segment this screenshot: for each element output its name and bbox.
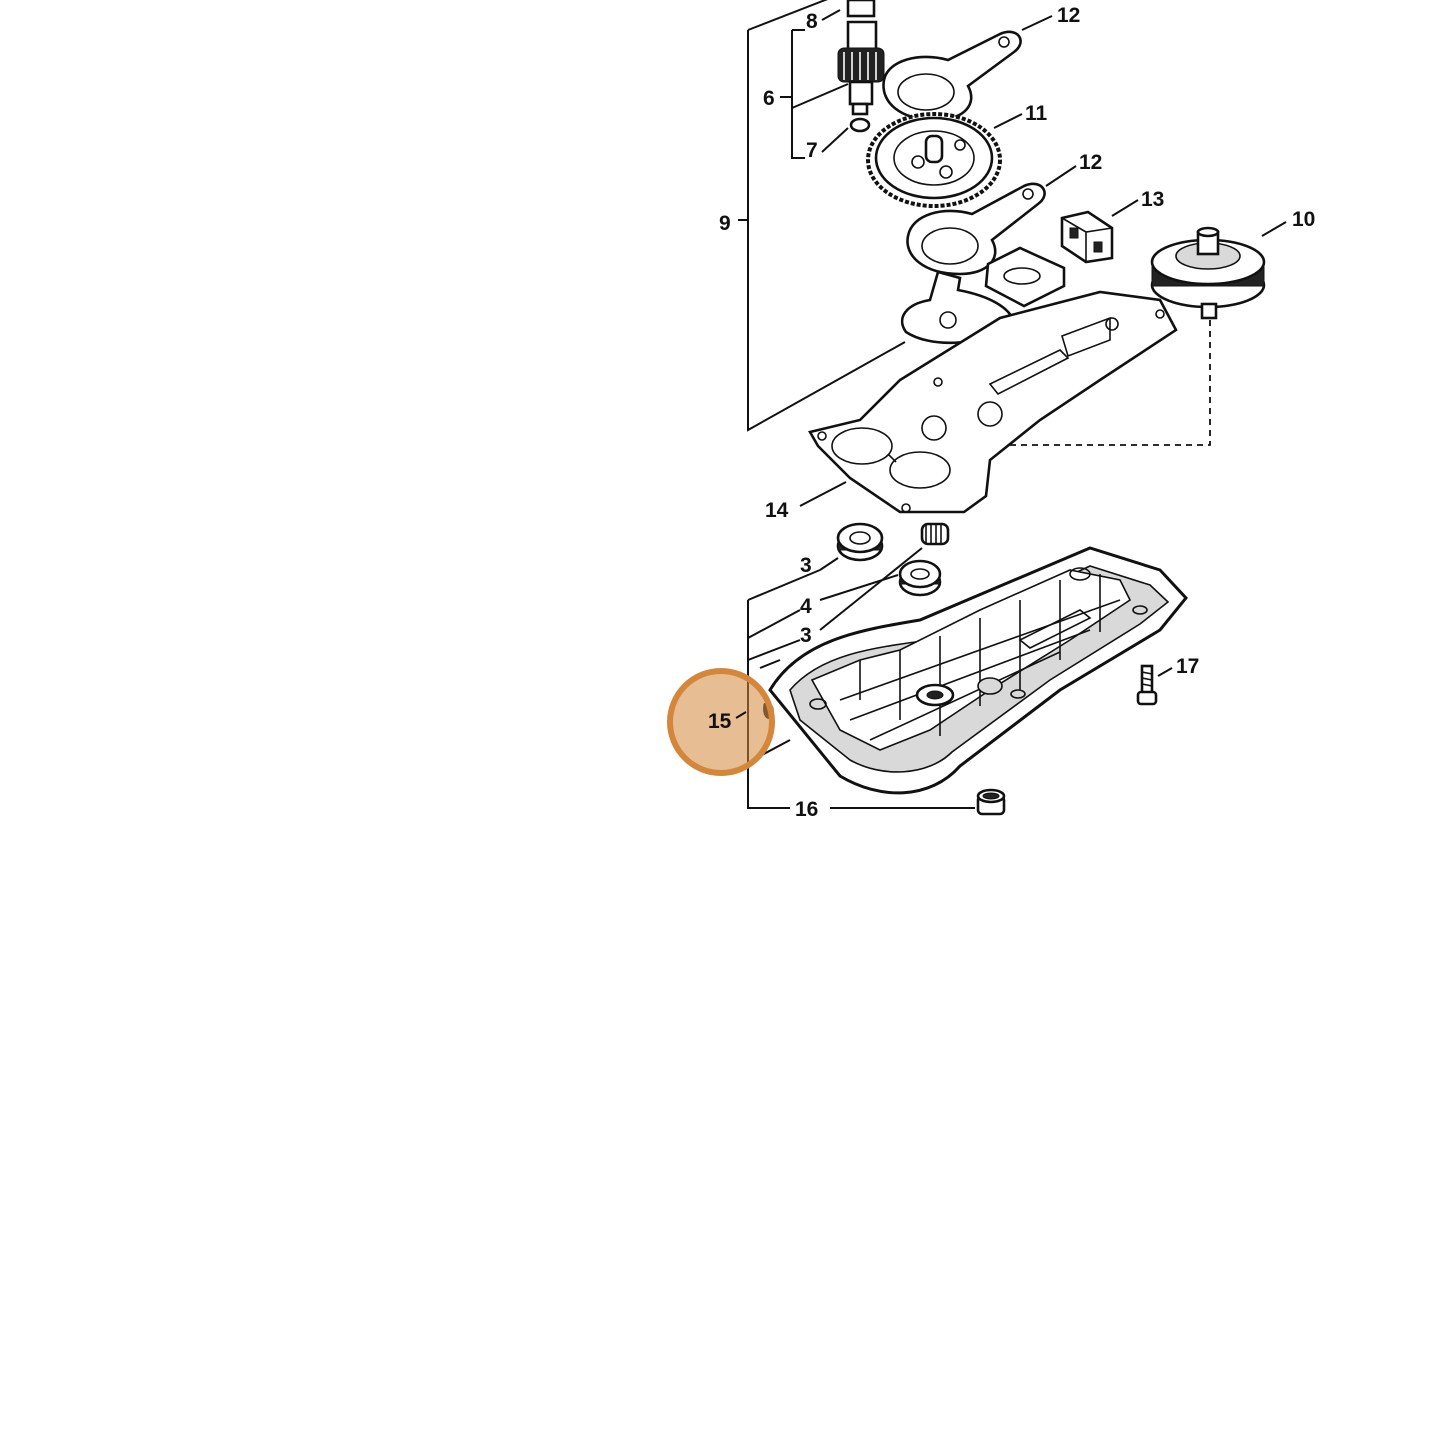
- bracket-group-9: [738, 0, 906, 432]
- link-plate-bottom-part: [906, 182, 1046, 276]
- callout-3-lower[interactable]: 3: [800, 624, 812, 647]
- needle-bearing-part: [920, 522, 950, 546]
- axis-line-10: [919, 320, 1211, 472]
- leader-12a: [1021, 15, 1053, 31]
- o-ring-part: [849, 117, 871, 133]
- bracket-group-6: [780, 9, 849, 159]
- callout-12-bottom[interactable]: 12: [1079, 151, 1102, 174]
- gasket-part: [808, 290, 1178, 514]
- pinion-shaft-part: [837, 0, 885, 116]
- leader-11: [993, 113, 1023, 129]
- callout-4[interactable]: 4: [800, 595, 812, 618]
- link-plate-top-part: [882, 30, 1022, 122]
- large-gear-part: [866, 112, 1002, 208]
- brush-block-part: [1060, 210, 1114, 264]
- screw-part: [1136, 664, 1158, 706]
- highlight-circle[interactable]: [667, 668, 775, 776]
- bearing-upper-part: [836, 522, 884, 562]
- callout-11[interactable]: 11: [1025, 102, 1048, 125]
- callout-14[interactable]: 14: [765, 499, 789, 522]
- callout-13[interactable]: 13: [1141, 188, 1164, 211]
- leader-10: [1261, 221, 1287, 237]
- callout-3-upper[interactable]: 3: [800, 554, 812, 577]
- leader-13: [1111, 199, 1139, 217]
- leader-17: [1157, 667, 1173, 677]
- callout-12-top[interactable]: 12: [1057, 4, 1080, 27]
- gearbox-housing-part: [759, 546, 1188, 795]
- leader-14: [799, 481, 847, 507]
- callout-6[interactable]: 6: [763, 87, 775, 110]
- callout-8[interactable]: 8: [806, 10, 818, 33]
- bracket-group-bottom: [747, 547, 975, 809]
- leader-15: [735, 711, 747, 719]
- callout-10[interactable]: 10: [1292, 208, 1315, 231]
- plug-part: [976, 788, 1006, 816]
- callout-17[interactable]: 17: [1176, 655, 1199, 678]
- bearing-lower-part: [898, 559, 942, 597]
- callout-15[interactable]: 15: [708, 710, 732, 733]
- callout-16[interactable]: 16: [795, 798, 818, 821]
- leader-12b: [1045, 165, 1077, 187]
- callout-7[interactable]: 7: [806, 139, 818, 162]
- output-gear-part: [1150, 226, 1266, 320]
- callout-9[interactable]: 9: [719, 212, 731, 235]
